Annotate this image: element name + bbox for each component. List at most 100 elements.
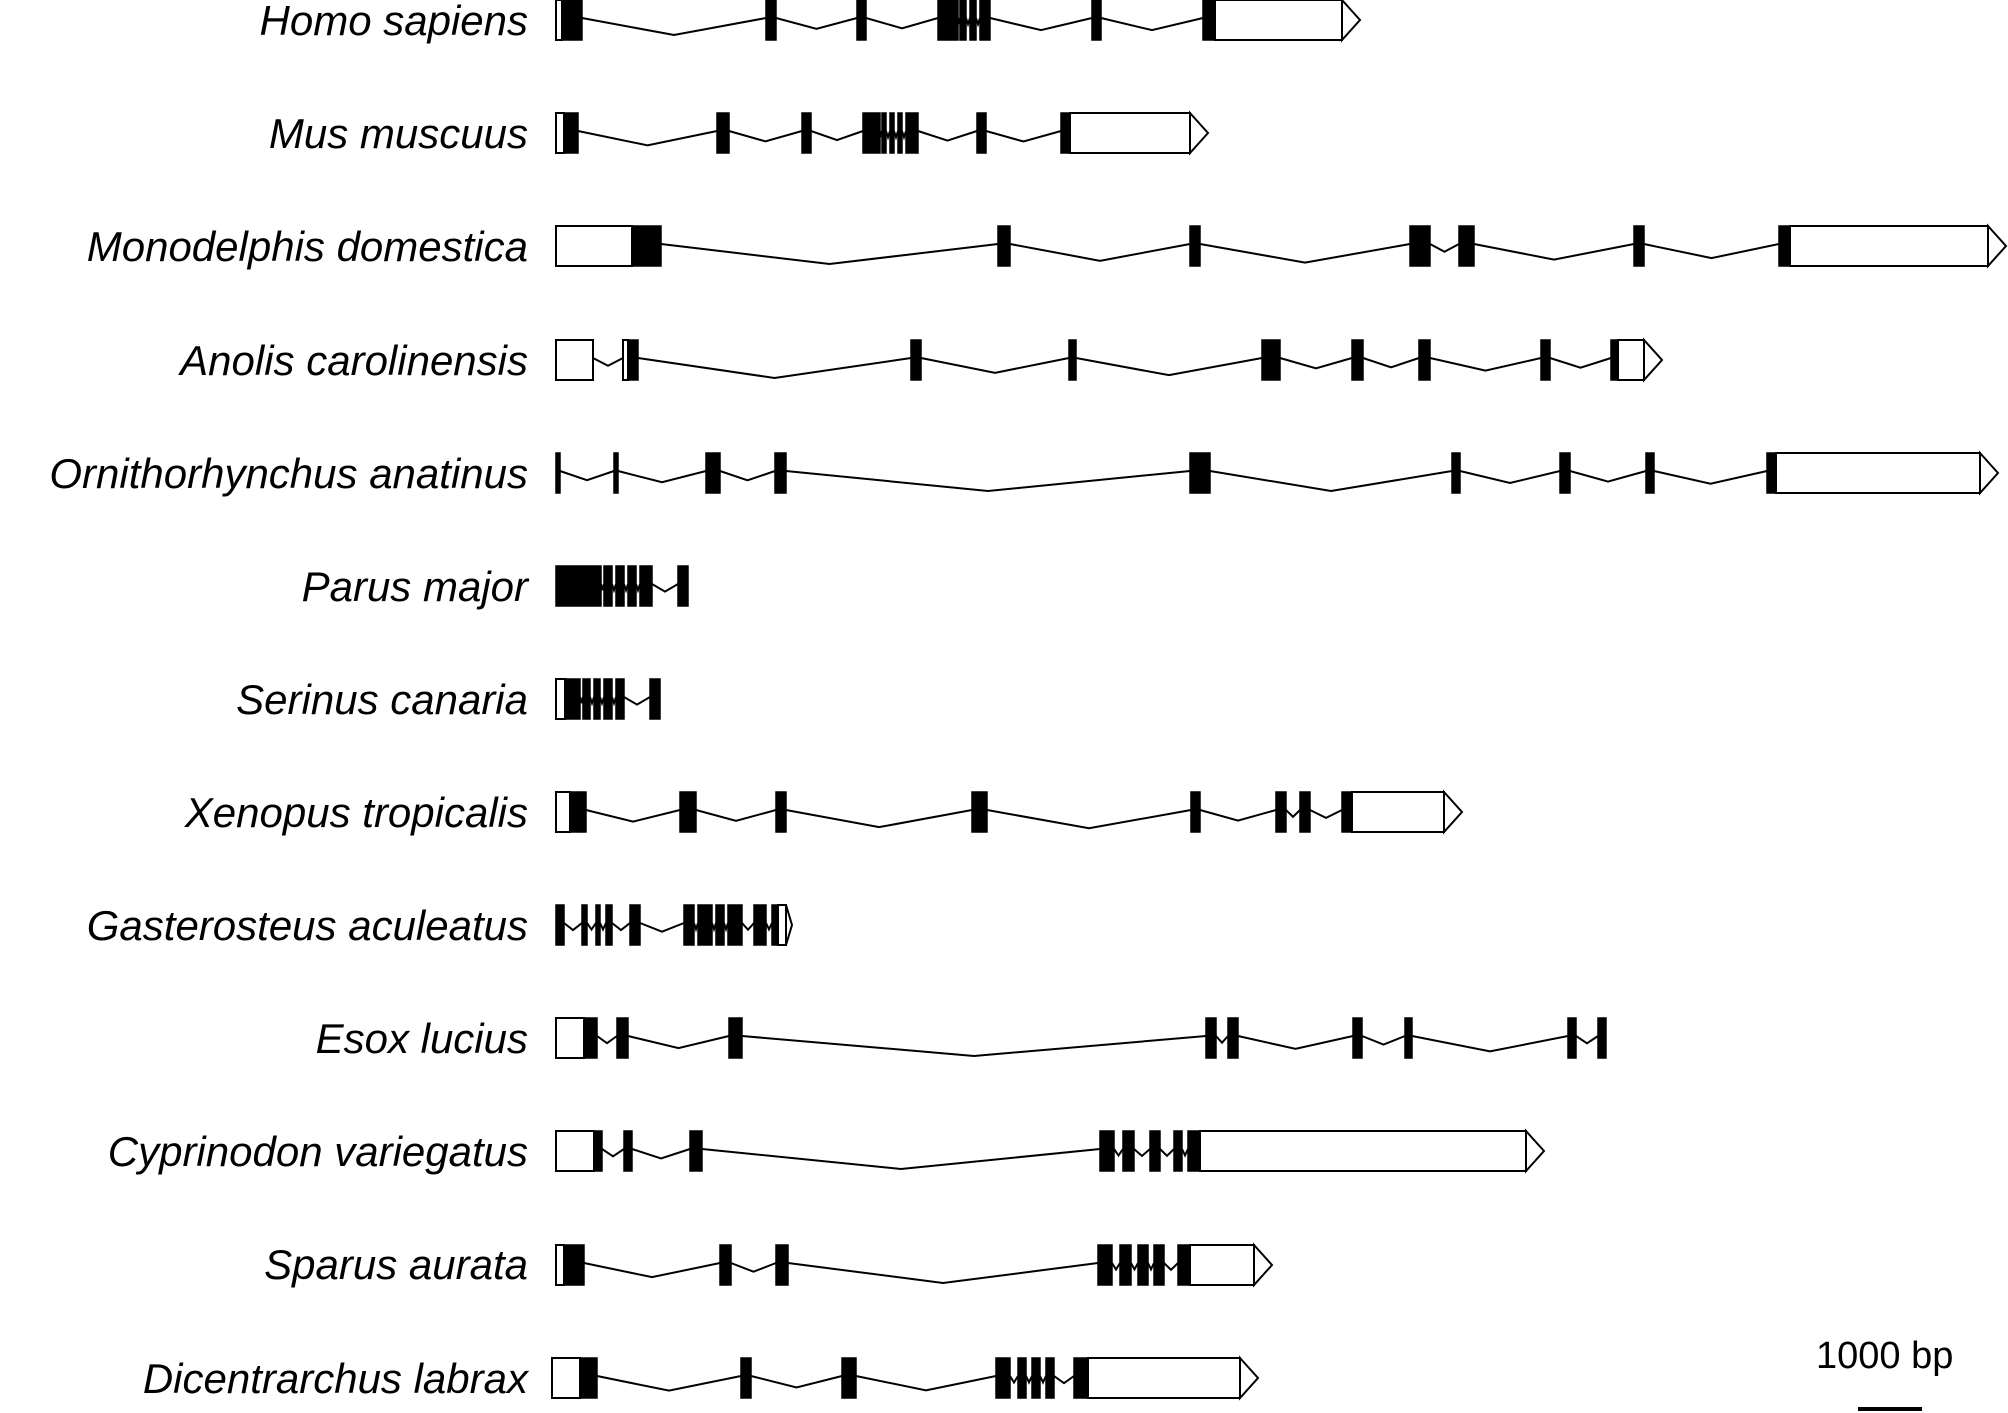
intron-line	[1309, 809, 1343, 820]
coding-exon	[1202, 0, 1216, 41]
coding-exon	[593, 678, 601, 720]
species-label-parus-major: Parus major	[301, 563, 528, 610]
coding-exon	[649, 678, 661, 720]
utr-box	[555, 339, 594, 381]
intron-line	[623, 696, 651, 706]
utr-arrow-end	[1239, 1355, 1260, 1401]
coding-exon	[1299, 791, 1311, 833]
coding-exon	[616, 1017, 629, 1059]
coding-exon	[1540, 339, 1551, 381]
coding-exon	[979, 0, 991, 41]
coding-exon	[1275, 791, 1287, 833]
coding-exon	[719, 1244, 732, 1286]
intron-line	[1429, 243, 1460, 253]
intron-line	[719, 470, 776, 482]
intron-line	[637, 357, 912, 380]
intron-line	[577, 130, 718, 147]
coding-exon	[593, 1130, 603, 1172]
coding-exon	[862, 112, 881, 154]
utr-arrow-end	[1979, 450, 2000, 496]
coding-exon	[581, 904, 588, 946]
coding-exon	[1153, 1244, 1165, 1286]
intron-line	[787, 1262, 1099, 1285]
intron-line	[989, 17, 1093, 32]
intron-line	[917, 130, 978, 142]
intron-line	[855, 1375, 997, 1392]
intron-line	[1147, 1262, 1155, 1272]
utr-box	[1789, 225, 1989, 267]
intron-line	[596, 1375, 742, 1392]
intron-line	[865, 17, 939, 30]
coding-exon	[1017, 1357, 1027, 1399]
coding-exon	[997, 225, 1011, 267]
utr-box	[555, 791, 571, 833]
intron-line	[1643, 243, 1780, 260]
coding-exon	[615, 678, 625, 720]
intron-line	[1215, 1035, 1229, 1045]
coding-exon	[1045, 1357, 1055, 1399]
coding-exon	[753, 904, 767, 946]
utr-box	[555, 678, 566, 720]
coding-exon	[1227, 1017, 1239, 1059]
coding-exon	[856, 0, 867, 41]
intron-line	[750, 1375, 843, 1389]
intron-line	[1549, 357, 1612, 369]
intron-line	[596, 1035, 618, 1045]
coding-exon	[1351, 339, 1364, 381]
coding-exon	[705, 452, 721, 494]
intron-line	[599, 922, 607, 932]
intron-line	[1053, 1375, 1075, 1385]
intron-line	[1025, 1375, 1033, 1385]
coding-exon	[1177, 1244, 1191, 1286]
coding-exon	[595, 904, 601, 946]
intron-line	[985, 130, 1062, 143]
coding-exon	[716, 112, 730, 154]
coding-exon	[1418, 339, 1431, 381]
intron-line	[1199, 243, 1411, 264]
utr-box	[777, 904, 787, 946]
coding-exon	[765, 0, 777, 41]
utr-box	[555, 1244, 565, 1286]
utr-box	[555, 225, 633, 267]
intron-line	[1575, 1035, 1599, 1045]
utr-box	[555, 0, 563, 41]
coding-exon	[563, 112, 579, 154]
intron-line	[920, 357, 1070, 374]
coding-exon	[774, 452, 787, 494]
coding-exon	[555, 452, 561, 494]
coding-exon	[1189, 452, 1211, 494]
intron-line	[1181, 1148, 1189, 1158]
intron-line	[581, 17, 767, 37]
utr-box	[555, 112, 565, 154]
intron-line	[1569, 470, 1647, 483]
coding-exon	[1060, 112, 1071, 154]
coding-exon	[1149, 1130, 1161, 1172]
intron-line	[585, 809, 681, 823]
intron-line	[1653, 470, 1768, 485]
coding-exon	[1189, 225, 1201, 267]
intron-line	[1130, 1262, 1139, 1272]
coding-exon	[1190, 791, 1201, 833]
coding-exon	[629, 904, 641, 946]
species-label-sparus-aurata: Sparus aurata	[264, 1241, 528, 1288]
species-label-dicentrarchus-labrax: Dicentrarchus labrax	[142, 1355, 528, 1402]
coding-exon	[959, 0, 967, 41]
intron-line	[586, 922, 597, 932]
coding-exon	[563, 1244, 585, 1286]
coding-exon	[555, 904, 565, 946]
intron-line	[1362, 357, 1420, 369]
utr-arrow-end	[1443, 789, 1464, 835]
coding-exon	[727, 904, 743, 946]
utr-arrow-end	[1987, 223, 2008, 269]
intron-line	[741, 1035, 1207, 1058]
coding-exon	[1073, 1357, 1089, 1399]
utr-box	[1189, 1244, 1255, 1286]
coding-exon	[623, 1130, 633, 1172]
coding-exon	[976, 112, 987, 154]
utr-box	[555, 1017, 585, 1059]
coding-exon	[583, 1017, 598, 1059]
intron-line	[1459, 470, 1561, 485]
coding-exon	[1458, 225, 1475, 267]
coding-exon	[728, 1017, 743, 1059]
